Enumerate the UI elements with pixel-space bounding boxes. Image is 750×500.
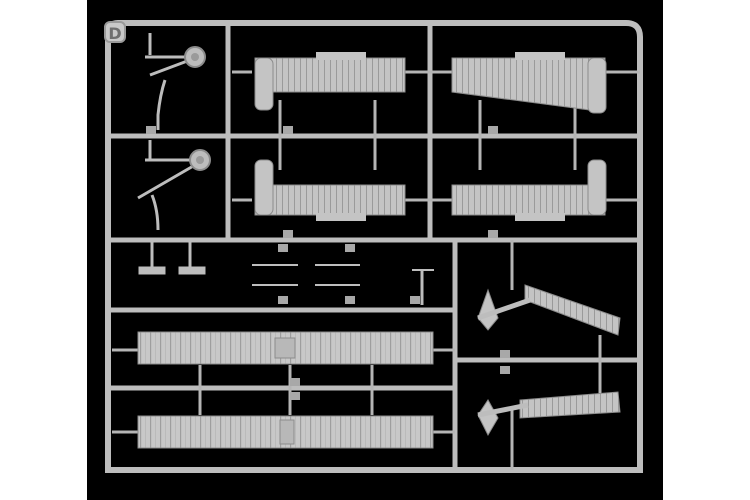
lower-wing-upper — [137, 331, 434, 365]
strut-part-upper — [145, 33, 195, 130]
wing-panel-4 — [451, 159, 607, 221]
wing-panel-2 — [451, 52, 607, 114]
wing-panel-3 — [254, 159, 406, 221]
tail-part-lower — [477, 391, 621, 437]
small-parts-row — [138, 242, 434, 305]
lower-wing-lower — [137, 415, 434, 449]
sprue-gates — [112, 70, 640, 470]
sprue-tabs — [146, 126, 510, 400]
tail-part-upper — [477, 284, 621, 336]
wing-panel-1 — [254, 52, 406, 111]
sprue-letter-label: D — [104, 21, 126, 43]
strut-part-lower — [137, 140, 200, 231]
